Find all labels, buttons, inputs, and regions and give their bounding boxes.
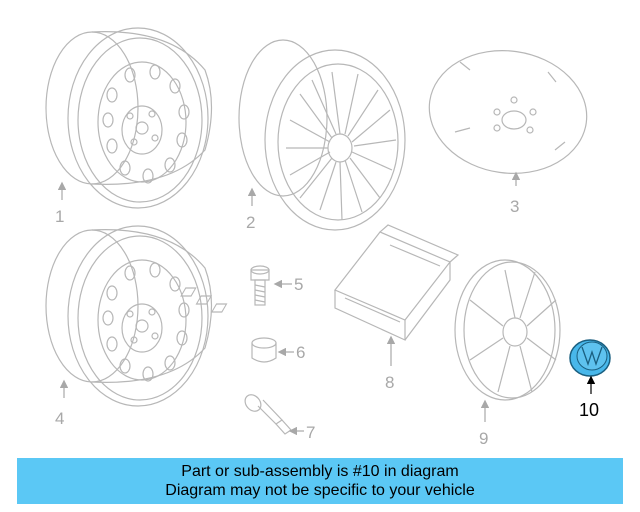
hubcap-part-9[interactable]: [454, 259, 561, 401]
banner-line-1: Part or sub-assembly is #10 in diagram: [181, 463, 459, 480]
center-cap-part-10[interactable]: [569, 339, 611, 377]
info-banner: Part or sub-assembly is #10 in diagram D…: [17, 458, 623, 504]
banner-line-2: Diagram may not be specific to your vehi…: [165, 482, 475, 499]
callout-7: 7: [306, 423, 315, 442]
callout-9: 9: [479, 429, 488, 448]
callout-8: 8: [385, 373, 394, 392]
bolt-cap-part-6[interactable]: [251, 337, 277, 363]
callout-1: 1: [55, 207, 64, 226]
alloy-wheel-part-2[interactable]: [238, 39, 406, 231]
callout-4: 4: [55, 409, 64, 428]
steel-wheel-part-4[interactable]: [45, 225, 213, 407]
callout-10: 10: [579, 400, 599, 420]
wheel-bolt-part-5[interactable]: [250, 265, 270, 306]
steel-wheel-part-1[interactable]: [45, 27, 213, 209]
callout-5: 5: [294, 275, 303, 294]
wheel-cover-part-3[interactable]: [421, 41, 594, 184]
callout-6: 6: [296, 343, 305, 362]
callout-3: 3: [510, 197, 519, 216]
callout-2: 2: [246, 213, 255, 232]
lock-kit-case-part-8[interactable]: [180, 224, 460, 341]
valve-stem-part-7[interactable]: [242, 392, 292, 435]
